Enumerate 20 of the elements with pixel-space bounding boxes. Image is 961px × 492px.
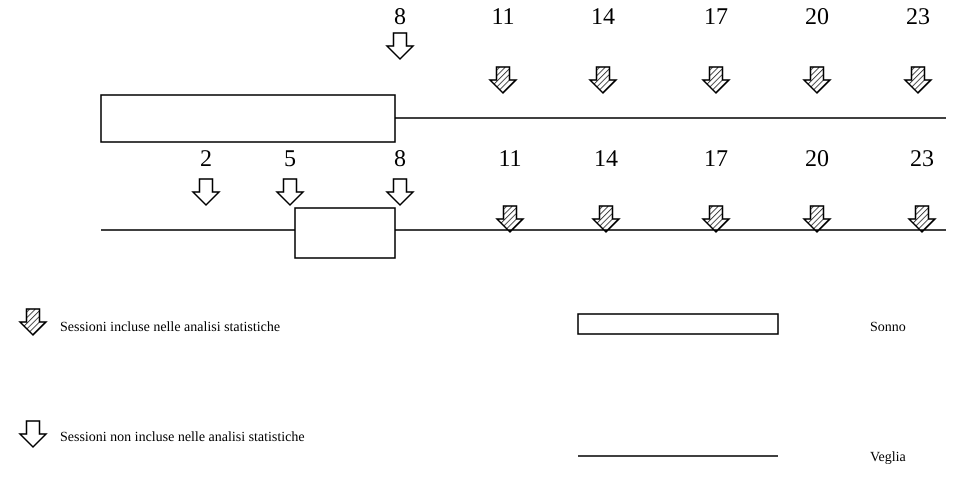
- sleep-bar: [294, 207, 396, 259]
- hour-label: 11: [498, 146, 522, 172]
- hour-label: 14: [594, 146, 618, 172]
- hour-label: 23: [906, 4, 930, 30]
- hour-label: 23: [910, 146, 934, 172]
- hour-label: 8: [394, 4, 406, 30]
- hour-label: 20: [805, 4, 829, 30]
- sleep-bar: [100, 94, 396, 143]
- legend-text: Sonno: [870, 320, 906, 336]
- hour-label: 2: [200, 146, 212, 172]
- legend-text: Sessioni incluse nelle analisi statistiche: [60, 320, 280, 336]
- hour-label: 17: [704, 4, 728, 30]
- legend-text: Sessioni non incluse nelle analisi statistiche: [60, 430, 305, 446]
- hour-label: 11: [491, 4, 515, 30]
- hour-label: 8: [394, 146, 406, 172]
- hour-label: 17: [704, 146, 728, 172]
- legend-text: Veglia: [870, 450, 906, 466]
- hour-label: 20: [805, 146, 829, 172]
- hour-label: 14: [591, 4, 615, 30]
- hour-label: 5: [284, 146, 296, 172]
